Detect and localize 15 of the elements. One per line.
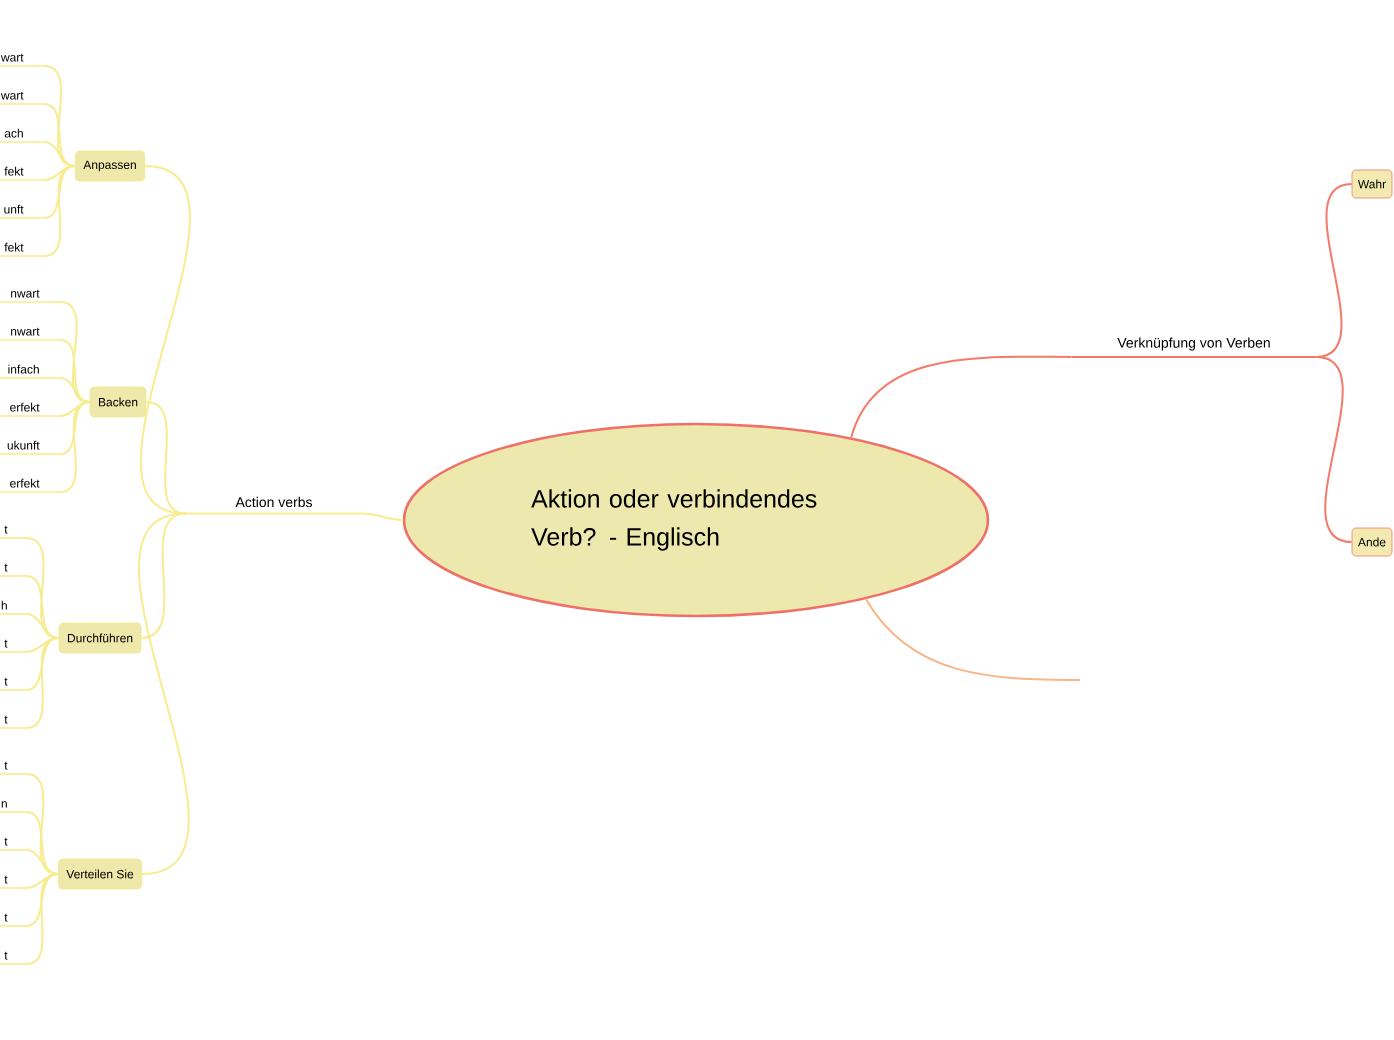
branch-line (145, 401, 187, 515)
branch-line (137, 512, 190, 875)
branch-line (361, 512, 404, 521)
branch-line (43, 141, 76, 167)
branch-line (25, 613, 60, 639)
branch-line (25, 873, 59, 965)
branch-line (43, 165, 76, 257)
branch-line (139, 165, 191, 515)
branch-line (865, 598, 1081, 681)
branch-line (25, 637, 60, 729)
branch-line (25, 849, 59, 875)
branch-line (850, 355, 1073, 439)
branch-line (1315, 355, 1353, 543)
branch-line (59, 401, 91, 493)
branch-line (59, 377, 91, 403)
